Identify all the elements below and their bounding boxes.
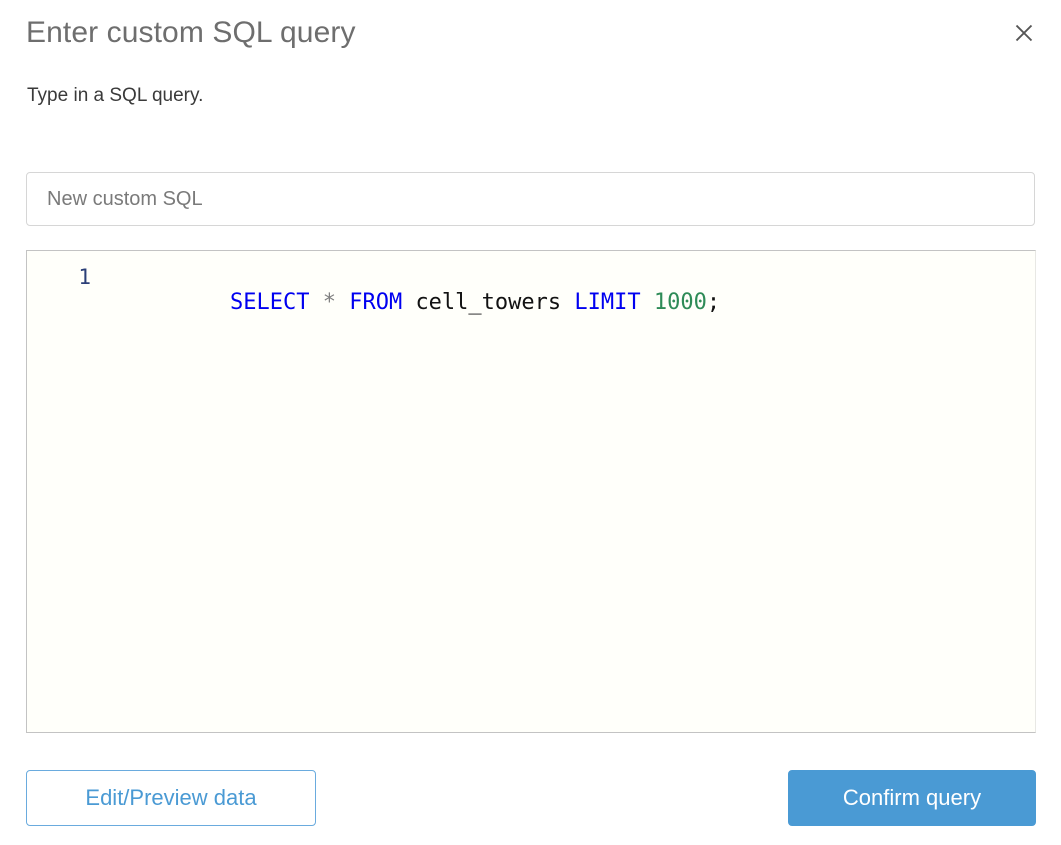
- sql-token-limit: LIMIT: [574, 290, 641, 315]
- sql-token-select: SELECT: [229, 290, 310, 315]
- sql-token-space-3: [402, 290, 415, 315]
- close-icon[interactable]: [1009, 18, 1039, 48]
- sql-token-table-name: cell_towers: [415, 290, 562, 315]
- sql-token-space-2: [336, 290, 349, 315]
- page-title: Enter custom SQL query: [26, 16, 356, 49]
- sql-token-space-4: [561, 290, 574, 315]
- sql-editor[interactable]: 1 SELECT * FROM cell_towers LIMIT 1000;: [26, 250, 1036, 733]
- confirm-query-button[interactable]: Confirm query: [788, 770, 1036, 826]
- sql-token-star: *: [322, 290, 336, 315]
- sql-token-limit-value: 1000: [653, 290, 707, 315]
- sql-token-space-1: [309, 290, 322, 315]
- editor-line: 1 SELECT * FROM cell_towers LIMIT 1000;: [27, 251, 1035, 315]
- line-number-gutter: 1: [78, 265, 91, 289]
- sql-token-semicolon: ;: [706, 290, 721, 315]
- dialog-subtitle: Type in a SQL query.: [27, 85, 204, 106]
- sql-token-from: FROM: [349, 290, 403, 315]
- edit-preview-data-button[interactable]: Edit/Preview data: [26, 770, 316, 826]
- sql-code-line: SELECT * FROM cell_towers LIMIT 1000;: [91, 265, 720, 340]
- sql-token-space-5: [641, 290, 654, 315]
- query-name-input[interactable]: [26, 172, 1035, 226]
